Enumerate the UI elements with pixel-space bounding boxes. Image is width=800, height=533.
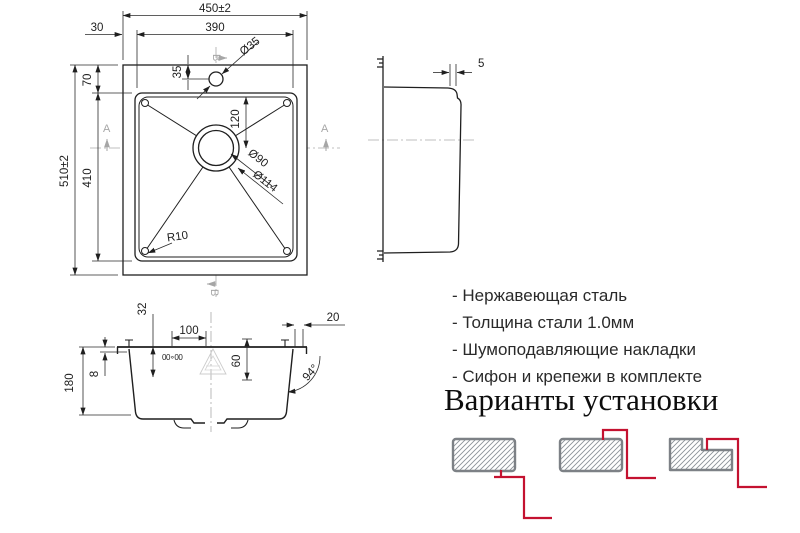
dim-height-bowl: 410 <box>82 168 94 187</box>
feature-item-pads: - Шумоподавляющие накладки <box>452 340 696 359</box>
feature-item-siphon: - Сифон и крепежи в комплекте <box>452 367 703 386</box>
drain-hole-outer <box>192 124 240 172</box>
section-a-right-label: A <box>321 123 329 135</box>
section-dimension-lines <box>79 314 345 416</box>
dim-faucet-diameter: Ø35 <box>238 35 263 58</box>
dim-drain-x: 100 <box>179 325 198 337</box>
install-red-profile-2 <box>601 428 656 480</box>
dim-depth: 180 <box>64 373 76 392</box>
drain-hole-inner <box>197 129 235 167</box>
faucet-hole <box>208 71 224 87</box>
feature-list: - Нержавеющая сталь - Толщина стали 1.0м… <box>452 282 702 390</box>
install-option-undermount <box>451 437 552 520</box>
section-dimension-labels: 180 8 32 100 60 20 94° <box>64 303 339 393</box>
install-option-overmount <box>558 428 656 480</box>
dim-recess: 60 <box>231 355 243 368</box>
install-red-profile-3 <box>705 437 767 489</box>
sound-pad-mark: 00∘00 <box>162 353 183 362</box>
feature-item-thickness: - Толщина стали 1.0мм <box>452 313 635 332</box>
section-b-top-label: В <box>210 54 222 61</box>
side-outline <box>377 56 462 262</box>
dim-width-total: 450±2 <box>199 3 231 15</box>
top-view: A A В В 450±2 390 30 Ø35 35 70 510±2 410… <box>59 3 340 297</box>
dim-flange: 8 <box>89 371 101 377</box>
dim-faucet-offset: 35 <box>172 66 184 79</box>
watermark-logo <box>199 348 227 375</box>
section-b-bottom-label: В <box>208 289 220 296</box>
installation-diagrams <box>451 428 767 520</box>
dim-drain-offset: 120 <box>230 109 242 128</box>
install-options-title: Варианты установки <box>444 382 719 417</box>
section-markers: A A В В <box>103 54 329 296</box>
dim-lip-overhang: 20 <box>327 312 340 324</box>
dim-edge-top: 70 <box>82 74 94 87</box>
top-view-dimension-lines <box>70 11 308 276</box>
dim-offset-left: 30 <box>91 22 104 34</box>
sink-outline <box>122 64 308 276</box>
dim-lip: 5 <box>478 58 484 70</box>
section-view: 00∘00 180 8 32 100 60 20 94° <box>64 303 345 432</box>
dim-width-bowl: 390 <box>205 22 224 34</box>
section-outline <box>116 339 308 429</box>
side-view-dimension-lines <box>433 64 472 86</box>
side-view: 5 <box>368 56 484 262</box>
dim-corner-radius: R10 <box>166 230 189 245</box>
dim-wall-angle: 94° <box>301 363 322 384</box>
feature-item-material: - Нержавеющая сталь <box>452 286 628 305</box>
install-option-flushmount <box>668 437 767 489</box>
dim-clip: 32 <box>137 303 149 316</box>
install-red-profile-1 <box>494 470 552 520</box>
dim-height-total: 510±2 <box>59 155 71 187</box>
section-a-left-label: A <box>103 123 111 135</box>
